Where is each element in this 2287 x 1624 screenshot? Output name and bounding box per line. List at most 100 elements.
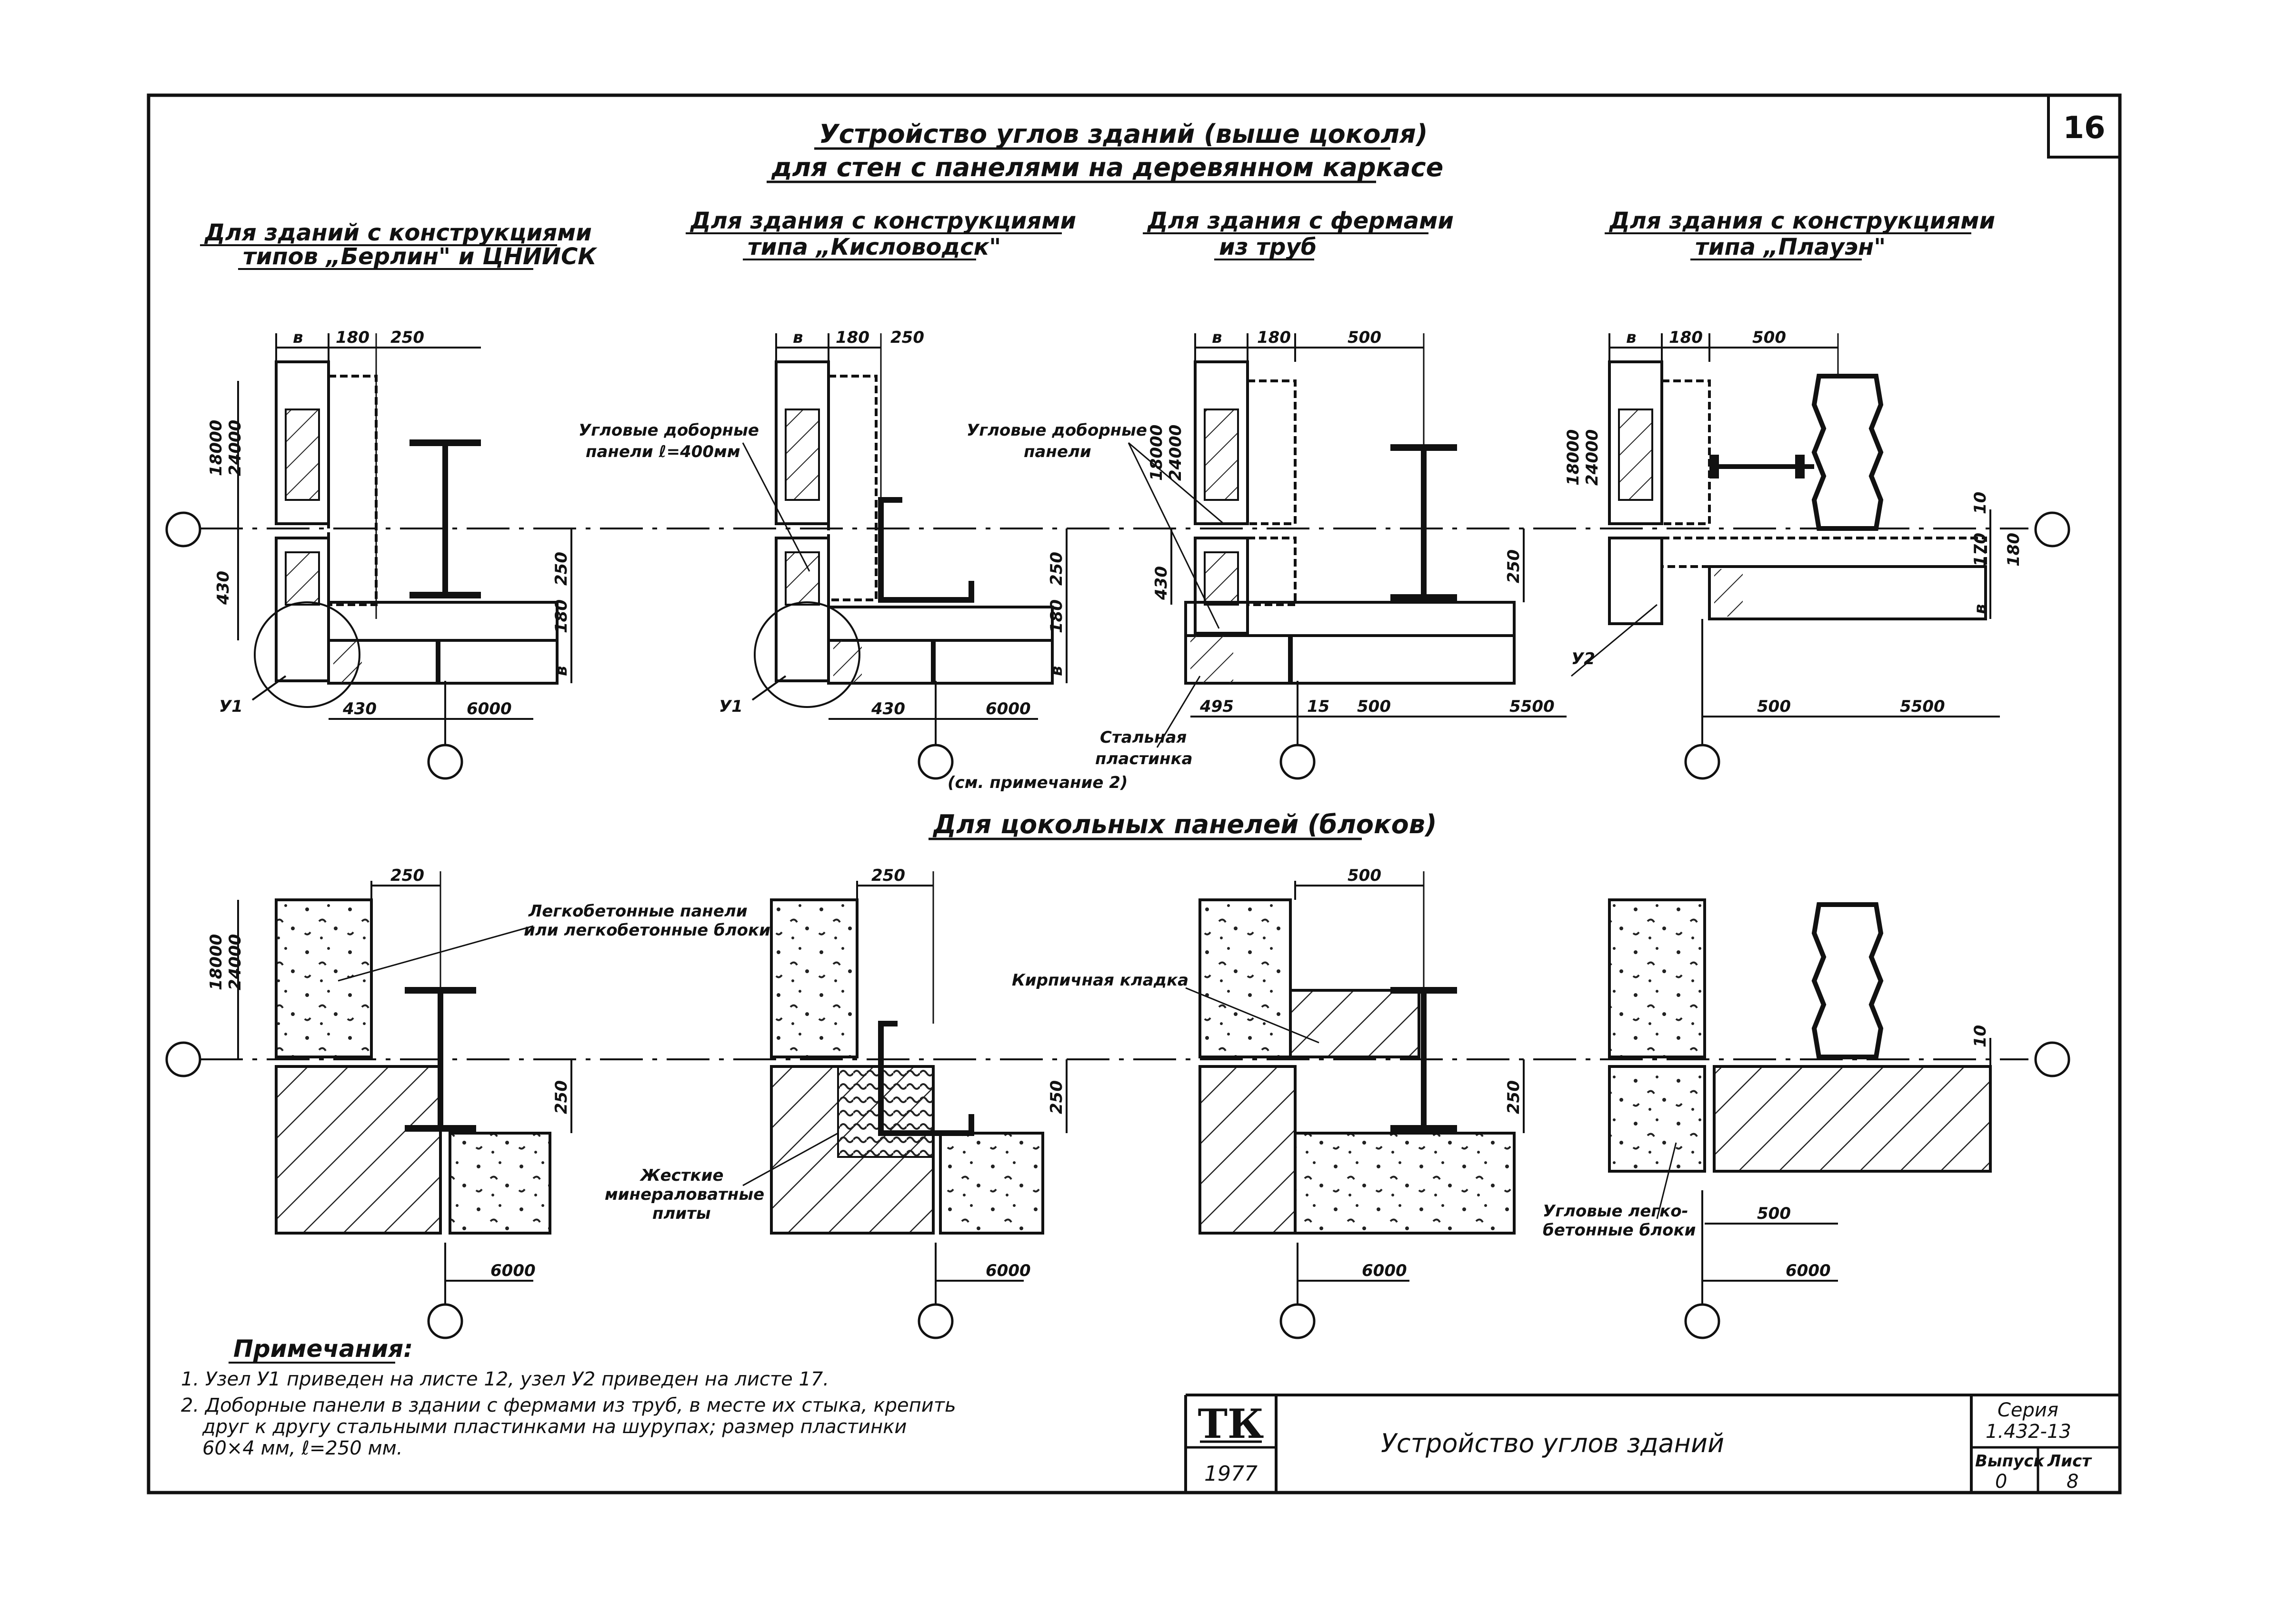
svg-text:170: 170 [1971, 533, 1990, 567]
svg-text:У1: У1 [219, 697, 243, 716]
svg-text:пластинка: пластинка [1095, 749, 1193, 768]
svg-text:или легкобетонные блоки: или легкобетонные блоки [524, 921, 770, 940]
svg-text:друг к другу стальными пластин: друг к другу стальными пластинками на шу… [202, 1416, 907, 1438]
axis-bubble [165, 511, 201, 548]
svg-text:250: 250 [1504, 549, 1523, 583]
svg-text:6000: 6000 [1362, 1261, 1407, 1280]
svg-text:в: в [793, 328, 803, 347]
main-title-line1: Устройство углов зданий (выше цоколя) [819, 119, 1428, 149]
detail-top-1: У1 в 180 250 18000 24000 430 250 180 в 4… [165, 328, 572, 780]
column-header-4: Для здания с конструкциями типа „Плауэн" [1605, 208, 1995, 260]
svg-text:в: в [1047, 666, 1066, 676]
svg-text:(см. примечание 2): (см. примечание 2) [948, 773, 1128, 792]
svg-text:У1: У1 [719, 697, 743, 716]
sheet-label: Лист [2047, 1452, 2092, 1471]
title-block: ТК 1977 Устройство углов зданий Серия 1.… [1184, 1394, 2120, 1493]
svg-text:Угловые доборные: Угловые доборные [579, 421, 759, 440]
svg-text:24000: 24000 [1583, 429, 1602, 486]
svg-text:10: 10 [1971, 1025, 1990, 1047]
svg-text:180: 180 [552, 599, 571, 633]
series-label: Серия [1997, 1399, 2058, 1421]
svg-text:в: в [1971, 604, 1990, 614]
svg-text:Для здания с фермами: Для здания с фермами [1147, 208, 1454, 234]
svg-text:250: 250 [552, 552, 571, 586]
svg-text:500: 500 [1348, 328, 1381, 347]
svg-text:в: в [1626, 328, 1637, 347]
axis-bubble [1279, 1303, 1316, 1339]
svg-text:180: 180 [1669, 328, 1703, 347]
svg-text:180: 180 [336, 328, 370, 347]
svg-text:430: 430 [342, 699, 377, 718]
svg-text:430: 430 [871, 699, 905, 718]
svg-text:бетонные блоки: бетонные блоки [1543, 1221, 1696, 1240]
svg-text:430: 430 [1152, 566, 1171, 600]
svg-text:18000: 18000 [1147, 425, 1166, 481]
svg-text:60×4 мм, ℓ=250 мм.: 60×4 мм, ℓ=250 мм. [202, 1437, 403, 1459]
axis-bubble [165, 1041, 201, 1077]
svg-text:в: в [1212, 328, 1222, 347]
issue-label: Выпуск [1975, 1452, 2045, 1471]
svg-text:18000: 18000 [207, 934, 226, 990]
svg-text:500: 500 [1357, 697, 1391, 716]
svg-text:5500: 5500 [1900, 697, 1945, 716]
svg-text:6000: 6000 [986, 1261, 1031, 1280]
svg-text:250: 250 [890, 328, 924, 347]
svg-text:250: 250 [1047, 1080, 1066, 1114]
svg-text:500: 500 [1752, 328, 1786, 347]
svg-text:Легкобетонные панели: Легкобетонные панели [528, 902, 748, 921]
axis-bubble [1279, 744, 1316, 780]
svg-text:250: 250 [871, 866, 905, 885]
sheet-value: 8 [2067, 1471, 2078, 1493]
svg-text:Кирпичная кладка: Кирпичная кладка [1012, 971, 1188, 990]
svg-text:180: 180 [1047, 599, 1066, 633]
column-header-1: Для зданий с конструкциями типов „Берлин… [200, 219, 598, 270]
stamp-year: 1977 [1204, 1462, 1258, 1486]
detail-top-4: У2 в 180 500 18000 24000 10 170 180 в 50… [1564, 328, 2070, 780]
main-title-line2: для стен с панелями на деревянном каркас… [771, 152, 1443, 182]
detail-bottom-1: 250 18000 24000 250 6000 Легкобетонные п… [165, 866, 770, 1339]
issue-value: 0 [1995, 1471, 2007, 1493]
svg-text:плиты: плиты [652, 1204, 711, 1223]
svg-text:250: 250 [552, 1080, 571, 1114]
svg-text:180: 180 [1257, 328, 1291, 347]
svg-text:в: в [293, 328, 303, 347]
axis-bubble [2034, 511, 2070, 548]
svg-text:Жесткие: Жесткие [639, 1166, 724, 1185]
svg-text:1. Узел У1 приведен на листе 1: 1. Узел У1 приведен на листе 12, узел У2… [181, 1368, 829, 1390]
svg-text:24000: 24000 [226, 420, 245, 476]
svg-text:Для здания с конструкциями: Для здания с конструкциями [1608, 208, 1995, 234]
axis-bubble [427, 1303, 463, 1339]
svg-text:18000: 18000 [207, 420, 226, 476]
svg-text:6000: 6000 [490, 1261, 536, 1280]
svg-text:5500: 5500 [1509, 697, 1555, 716]
sheet-number: 16 [2063, 110, 2105, 146]
svg-text:250: 250 [390, 328, 424, 347]
svg-text:типа „Плауэн": типа „Плауэн" [1695, 234, 1886, 260]
svg-text:панели ℓ=400мм: панели ℓ=400мм [586, 442, 740, 461]
svg-text:Угловые легко-: Угловые легко- [1543, 1202, 1688, 1221]
svg-text:500: 500 [1757, 697, 1791, 716]
svg-text:Примечания:: Примечания: [233, 1335, 413, 1363]
svg-text:500: 500 [1757, 1204, 1791, 1223]
column-header-2: Для здания с конструкциями типа „Кислово… [686, 208, 1076, 260]
svg-text:из труб: из труб [1219, 234, 1317, 260]
stamp-title: Устройство углов зданий [1381, 1428, 1724, 1458]
detail-bottom-2: 250 250 6000 Жесткие минераловатные плит… [605, 866, 1068, 1339]
svg-text:10: 10 [1971, 492, 1990, 514]
svg-text:Для зданий с конструкциями: Для зданий с конструкциями [204, 219, 592, 246]
detail-top-3: Угловые доборные панели в 180 500 18000 … [967, 328, 1567, 780]
svg-text:типов „Берлин" и ЦНИИСК: типов „Берлин" и ЦНИИСК [243, 243, 598, 270]
axis-bubble [427, 744, 463, 780]
detail-bottom-4: 10 500 6000 Угловые легко- бетонные блок… [1543, 898, 2070, 1339]
column-header-3: Для здания с фермами из труб [1143, 208, 1454, 260]
axis-bubble [918, 1303, 954, 1339]
svg-text:Угловые доборные: Угловые доборные [967, 421, 1147, 440]
axis-bubble [1684, 1303, 1720, 1339]
svg-text:У2: У2 [1571, 649, 1595, 668]
detail-top-2: У1 Угловые доборные панели ℓ=400мм в 180… [579, 328, 1193, 792]
detail-bottom-3: 500 250 6000 Кирпичная кладка [1012, 866, 1525, 1339]
stamp-tk: ТК [1198, 1400, 1264, 1447]
sheet-frame [147, 93, 2122, 1494]
svg-text:500: 500 [1348, 866, 1381, 885]
